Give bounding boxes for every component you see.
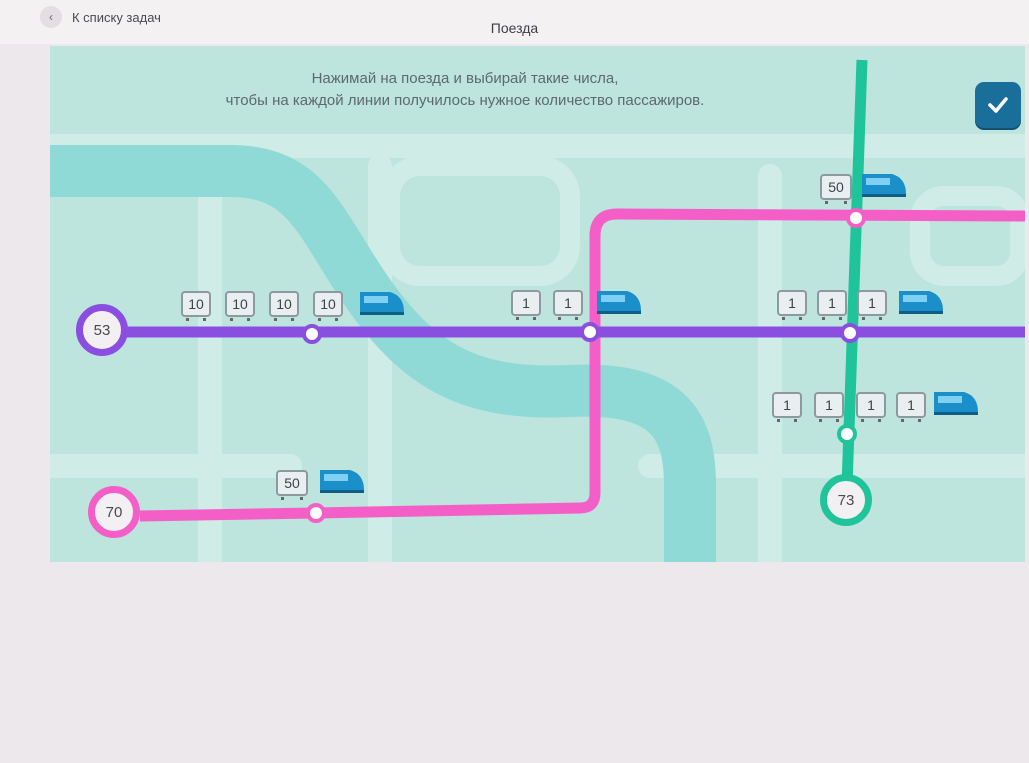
train-6-wagon-1[interactable]: 1 [772,392,802,422]
train-6-wagon-3[interactable]: 1 [856,392,886,422]
page-title: Поезда [490,20,539,36]
train-3-locomotive-icon[interactable] [895,285,945,319]
purple-line-target-station: 53 [76,304,128,356]
back-to-task-list-button[interactable]: ‹ К списку задач [40,6,161,28]
green-line [841,59,868,487]
train-5-wagon-1[interactable]: 50 [276,470,308,500]
instructions: Нажимай на поезда и выбирай такие числа,… [50,68,880,112]
train-1-wagon-2[interactable]: 10 [225,291,255,321]
train-3-wagon-2[interactable]: 1 [817,290,847,320]
pink-line [139,208,1025,522]
train-2-wagon-2[interactable]: 1 [553,290,583,320]
train-5-locomotive-icon[interactable] [316,464,366,498]
back-label: К списку задач [72,9,161,25]
check-button[interactable] [975,82,1021,128]
pink-line-target-station: 70 [88,486,140,538]
train-1-wagon-3[interactable]: 10 [269,291,299,321]
chevron-left-icon: ‹ [40,6,62,28]
top-bar: ‹ К списку задач Поезда [0,0,1029,44]
metro-map [50,59,1025,562]
train-1-wagon-1[interactable]: 10 [181,291,211,321]
train-2-wagon-1[interactable]: 1 [511,290,541,320]
train-1-wagon-4[interactable]: 10 [313,291,343,321]
instructions-line-1: Нажимай на поезда и выбирай такие числа, [311,70,619,87]
background-roads [50,134,1025,562]
instructions-line-2: чтобы на каждой линии получилось нужное … [225,92,705,109]
river [50,145,716,562]
game-board: Нажимай на поезда и выбирай такие числа,… [50,46,1025,562]
checkmark-icon [988,97,1008,113]
train-stops [302,208,866,523]
train-6-wagon-2[interactable]: 1 [814,392,844,422]
green-line-target-station: 73 [820,474,872,526]
train-6-locomotive-icon[interactable] [930,386,980,420]
train-3-wagon-1[interactable]: 1 [777,290,807,320]
train-6-wagon-4[interactable]: 1 [896,392,926,422]
train-2-locomotive-icon[interactable] [593,285,643,319]
train-4-locomotive-icon[interactable] [858,168,908,202]
train-3-wagon-3[interactable]: 1 [857,290,887,320]
train-1-locomotive-icon[interactable] [356,286,406,320]
train-4-wagon-1[interactable]: 50 [820,174,852,204]
